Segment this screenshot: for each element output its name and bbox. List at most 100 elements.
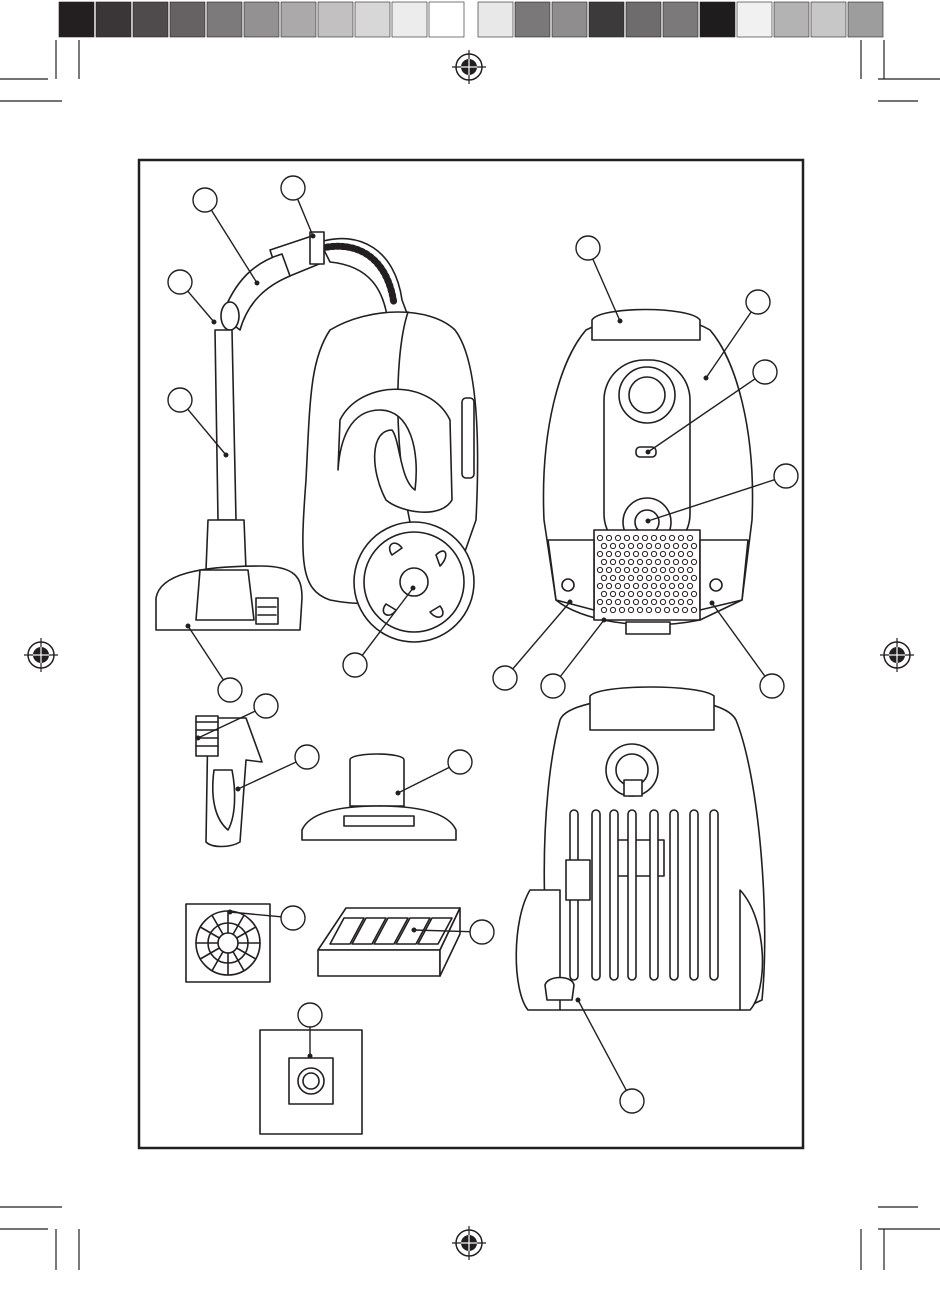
grille-hole [633, 583, 638, 588]
grille-hole [610, 591, 615, 596]
callout-anchor [568, 600, 572, 604]
dust-bag [260, 1030, 362, 1134]
grille-hole [651, 567, 656, 572]
grille-hole [682, 607, 687, 612]
callout-anchor [411, 586, 415, 590]
callout-leader [238, 762, 296, 789]
grille-hole [660, 599, 665, 604]
grille-hole [687, 551, 692, 556]
grille-hole [619, 575, 624, 580]
grille-hole [619, 559, 624, 564]
callout-anchor [311, 234, 315, 238]
grille-hole [678, 599, 683, 604]
callout-leader [298, 199, 313, 236]
housing-rib [650, 810, 658, 980]
grille-hole [601, 607, 606, 612]
callout-anchor [196, 736, 200, 740]
callout-anchor [236, 787, 240, 791]
grille-hole [673, 607, 678, 612]
grille-hole [691, 591, 696, 596]
grille-hole [673, 575, 678, 580]
grille-hole [669, 599, 674, 604]
callout-leader [188, 626, 223, 680]
callout-anchor [576, 998, 580, 1002]
grille-hole [624, 567, 629, 572]
motor-protection-filter [186, 904, 270, 982]
housing-rib [610, 810, 618, 980]
color-swatch [700, 2, 735, 37]
registration-mark-icon [452, 1226, 486, 1260]
grille-hole [601, 543, 606, 548]
grille-hole [655, 591, 660, 596]
grille-hole [615, 567, 620, 572]
grille-hole [664, 607, 669, 612]
callout-anchor [228, 910, 232, 914]
grille-hole [655, 543, 660, 548]
grille-hole [628, 575, 633, 580]
grille-hole [597, 567, 602, 572]
grille-hole [651, 583, 656, 588]
grille-hole [615, 583, 620, 588]
grille-hole [637, 543, 642, 548]
callout-anchor [602, 618, 606, 622]
color-swatch [663, 2, 698, 37]
callout-leader [593, 259, 620, 321]
grille-hole [597, 535, 602, 540]
color-swatch [478, 2, 513, 37]
housing-rib [670, 810, 678, 980]
grille-hole [660, 535, 665, 540]
grille-hole [601, 559, 606, 564]
grille-hole [646, 591, 651, 596]
callout-leader [188, 291, 214, 322]
vacuum-cleaner-rear-view [516, 687, 764, 1010]
grille-hole [597, 583, 602, 588]
callout-circle [281, 176, 305, 200]
grille-hole [646, 575, 651, 580]
color-swatch [589, 2, 624, 37]
color-swatch [355, 2, 390, 37]
callout-circle [168, 388, 192, 412]
callout-circle [193, 188, 217, 212]
crop-marks [0, 40, 940, 1270]
grille-hole [651, 535, 656, 540]
callout-circle [576, 236, 600, 260]
grille-hole [678, 583, 683, 588]
grille-hole [669, 583, 674, 588]
grille-hole [606, 551, 611, 556]
grille-hole [597, 551, 602, 556]
callout-anchor [308, 1054, 312, 1058]
grille-hole [660, 551, 665, 556]
color-swatch [281, 2, 316, 37]
callout-circle [760, 674, 784, 698]
grille-hole [615, 535, 620, 540]
grille-hole [642, 583, 647, 588]
callout-circle [298, 1003, 322, 1027]
color-swatch [207, 2, 242, 37]
grille-hole [687, 535, 692, 540]
color-swatch [133, 2, 168, 37]
callout-circle [493, 666, 517, 690]
grille-hole [691, 543, 696, 548]
grille-hole [633, 567, 638, 572]
grille-hole [610, 575, 615, 580]
grille-hole [619, 543, 624, 548]
grille-hole [628, 607, 633, 612]
grille-hole [642, 567, 647, 572]
grille-hole [687, 583, 692, 588]
grille-hole [687, 567, 692, 572]
grille-hole [628, 543, 633, 548]
grille-hole [633, 599, 638, 604]
callout-circle [470, 920, 494, 944]
grille-hole [673, 543, 678, 548]
callout-leader [578, 1000, 626, 1090]
grille-hole [628, 591, 633, 596]
color-swatch [59, 2, 94, 37]
grille-hole [642, 551, 647, 556]
color-swatch [429, 2, 464, 37]
color-calibration-bar-left [59, 2, 464, 37]
callout-leader [398, 767, 449, 793]
callout-anchor [212, 320, 216, 324]
housing-rib [690, 810, 698, 980]
grille-hole [655, 575, 660, 580]
callout-anchor [646, 450, 650, 454]
